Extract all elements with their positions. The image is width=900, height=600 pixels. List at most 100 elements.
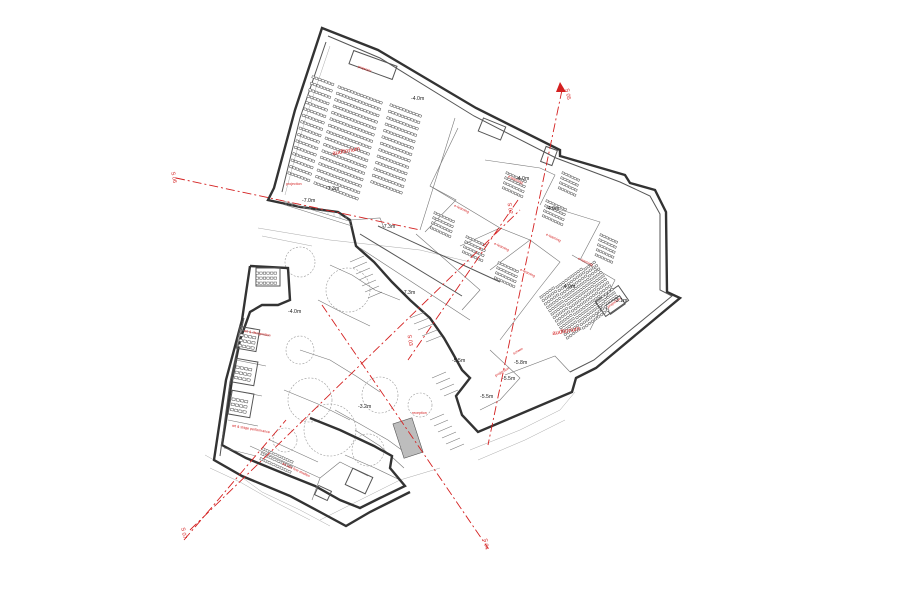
seat [519,183,523,187]
seat [356,106,361,111]
seat [605,281,610,285]
seat [563,189,568,193]
seat [334,126,338,130]
seat [606,290,611,294]
seat [287,469,292,474]
seat [329,131,334,135]
seat [586,312,591,317]
seat [561,295,566,299]
seat [558,311,563,315]
seat [411,139,416,144]
seat [372,98,377,103]
seat [610,243,614,248]
seat [379,141,384,146]
seat [350,104,354,108]
seat [468,236,473,241]
seat [550,207,554,211]
seat [563,284,568,288]
seat [433,222,438,227]
seat [266,276,270,280]
seat [329,88,333,93]
seat [545,210,550,215]
seat [573,176,578,181]
seat [502,280,507,284]
seat [596,267,601,271]
seat [243,405,248,409]
seat [343,101,348,106]
seat [353,105,358,109]
seat [337,169,342,173]
seat [575,315,579,320]
seat [318,162,322,166]
seat [345,123,350,127]
seat [323,184,327,189]
seat [391,110,395,115]
label-elearning-4: e-learning [519,268,535,278]
seat [557,288,562,293]
seat [375,99,380,104]
seat [372,112,377,117]
seat [576,269,581,274]
seat [578,273,583,277]
seat [347,88,351,93]
seat [603,297,607,302]
seat [358,156,362,160]
seat [305,100,309,105]
seat [383,128,387,133]
seat [545,290,550,295]
seat [305,128,309,133]
seat [389,159,394,163]
seat [587,301,592,305]
seat [575,275,580,279]
seat [566,330,571,334]
seat [604,286,609,291]
seat [551,286,556,290]
seat [471,238,476,242]
seat [339,92,343,97]
seat [327,179,332,184]
seat [413,119,418,123]
trees [272,246,433,467]
seat [303,177,308,181]
label-auditorium-east: auditorium [552,326,581,337]
seat [321,177,326,181]
seat [564,278,569,283]
seat [376,154,381,159]
seat [600,256,605,260]
seat [509,278,514,282]
seat [405,165,410,169]
seat [306,94,311,99]
seat [547,217,552,221]
seat [405,123,410,127]
seat [557,296,562,301]
seat [580,317,585,321]
seat [317,77,322,82]
seat [397,183,402,187]
seat [400,114,405,119]
seat [364,158,369,163]
section-label-s03: S 03 [406,334,414,346]
seat [591,313,596,318]
seat [582,300,587,304]
seat [262,276,267,280]
seat [561,280,566,285]
seat [242,410,247,414]
seat [392,146,397,151]
seat [375,160,379,165]
seat [335,189,340,194]
seat [567,296,571,301]
seat [273,271,277,275]
seat [566,190,571,194]
seat [343,171,348,176]
seat [313,181,318,185]
seat [317,133,322,138]
seat [387,165,392,170]
seat [332,188,337,193]
seat [439,214,444,218]
seat [582,285,586,290]
seat [331,152,335,157]
seat [432,216,436,220]
seat [356,176,361,181]
seat [347,144,351,149]
seat [554,304,558,308]
